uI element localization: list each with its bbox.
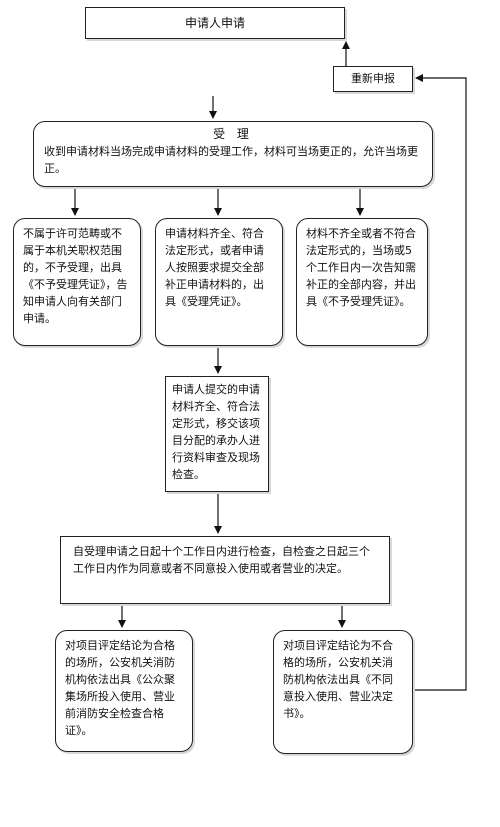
arrow-fail-to-resubmit	[413, 74, 467, 691]
node-applicant-apply: 申请人申请	[85, 7, 345, 39]
node-materials-incomplete: 材料不齐全或者不符合法定形式的，当场或5个工作日内一次告知需补正的全部内容，并出…	[296, 218, 428, 346]
node-accepted-complete-text: 申请材料齐全、符合法定形式，或者申请人按照要求提交全部补正申请材料的，出具《受理…	[165, 227, 264, 308]
node-resubmit-label: 重新申报	[351, 72, 395, 85]
node-materials-incomplete-text: 材料不齐全或者不符合法定形式的，当场或5个工作日内一次告知需补正的全部内容，并出…	[306, 227, 416, 308]
node-not-accepted-scope: 不属于许可范畴或不属于本机关职权范围的，不予受理，出具《不予受理凭证》，告知申请…	[13, 218, 141, 346]
node-result-pass: 对项目评定结论为合格的场所，公安机关消防机构依法出具《公众聚集场所投入使用、营业…	[55, 630, 193, 752]
node-applicant-apply-label: 申请人申请	[184, 16, 245, 30]
node-accept-title: 受 理	[213, 127, 253, 141]
node-decision: 自受理申请之日起十个工作日内进行检查，自检查之日起三个工作日内作为同意或者不同意…	[60, 536, 390, 604]
node-resubmit: 重新申报	[333, 66, 413, 92]
node-review-inspection: 申请人提交的申请材料齐全、符合法定形式，移交该项目分配的承办人进行资料审查及现场…	[165, 376, 269, 492]
node-accept: 受 理 收到申请材料当场完成申请材料的受理工作，材料可当场更正的，允许当场更正。	[33, 121, 433, 187]
node-result-pass-text: 对项目评定结论为合格的场所，公安机关消防机构依法出具《公众聚集场所投入使用、营业…	[65, 639, 175, 737]
node-accept-body: 收到申请材料当场完成申请材料的受理工作，材料可当场更正的，允许当场更正。	[44, 145, 418, 175]
node-accepted-complete: 申请材料齐全、符合法定形式，或者申请人按照要求提交全部补正申请材料的，出具《受理…	[155, 218, 283, 346]
node-result-fail: 对项目评定结论为不合格的场所，公安机关消防机构依法出具《不同意投入使用、营业决定…	[273, 630, 413, 754]
node-decision-text: 自受理申请之日起十个工作日内进行检查，自检查之日起三个工作日内作为同意或者不同意…	[73, 545, 370, 575]
node-not-accepted-scope-text: 不属于许可范畴或不属于本机关职权范围的，不予受理，出具《不予受理凭证》，告知申请…	[23, 227, 128, 325]
node-result-fail-text: 对项目评定结论为不合格的场所，公安机关消防机构依法出具《不同意投入使用、营业决定…	[283, 639, 393, 720]
node-review-inspection-text: 申请人提交的申请材料齐全、符合法定形式，移交该项目分配的承办人进行资料审查及现场…	[172, 383, 260, 481]
